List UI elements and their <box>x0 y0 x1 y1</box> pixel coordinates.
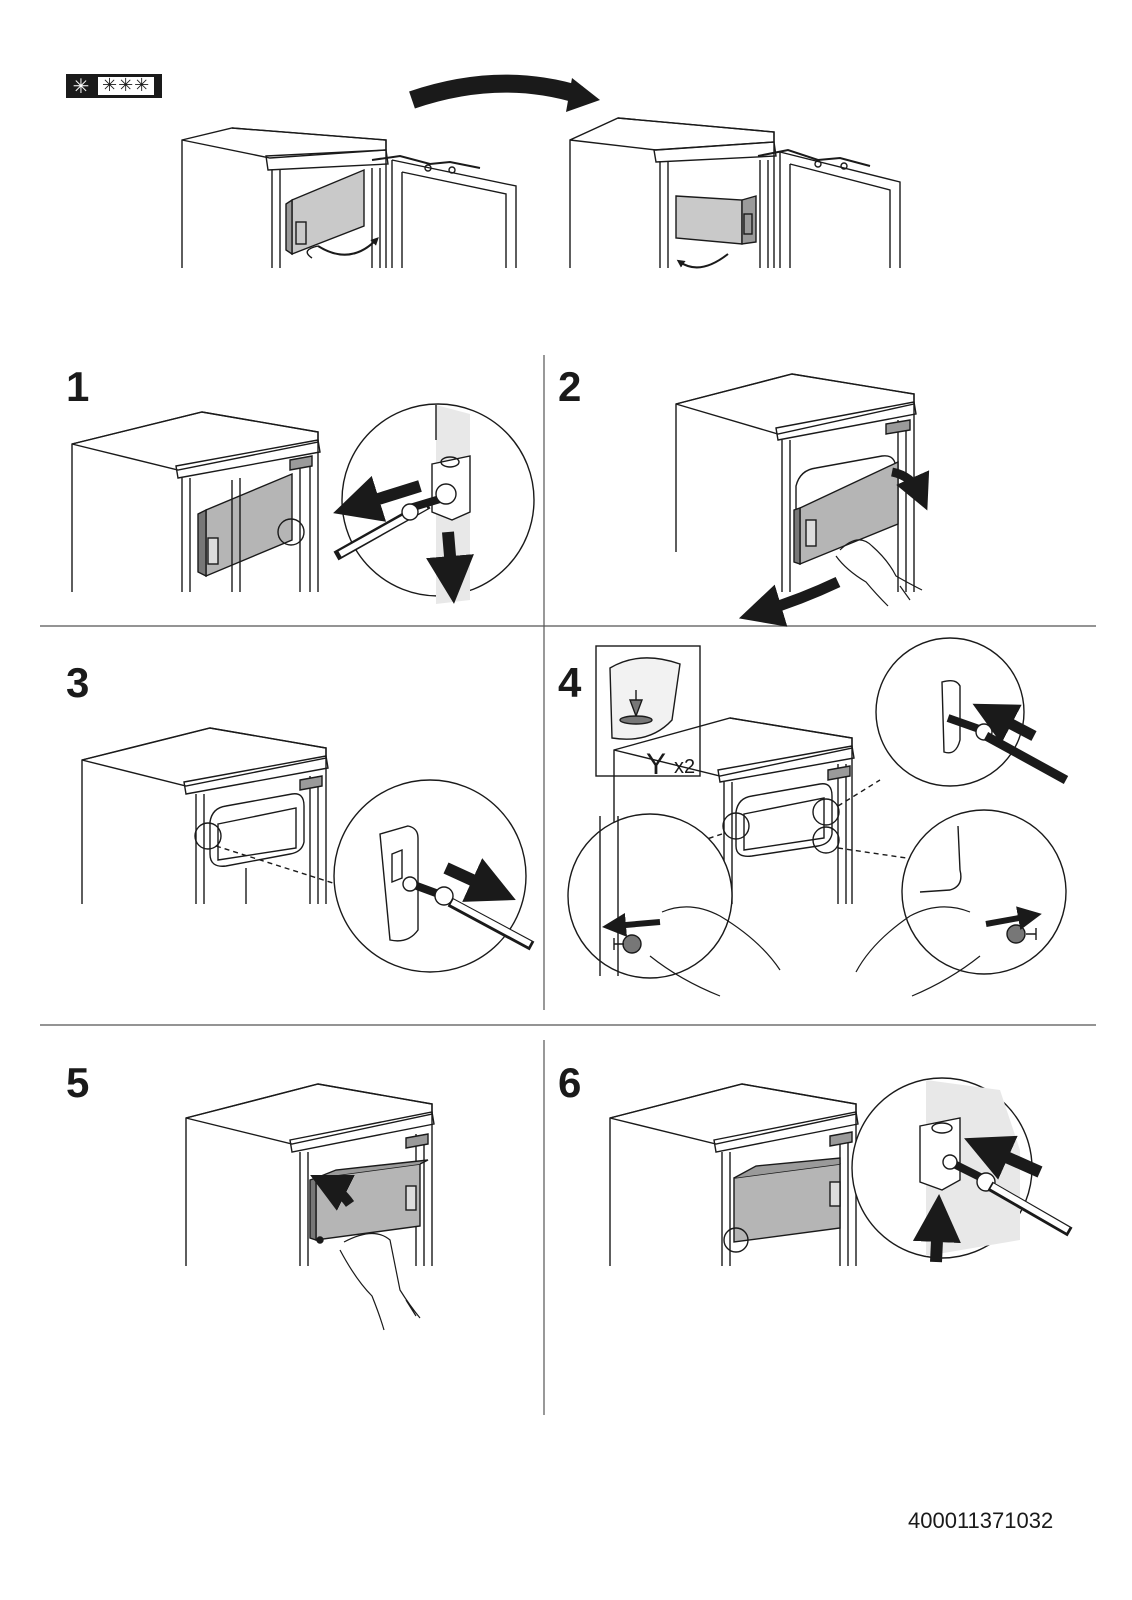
step-number-3: 3 <box>66 662 89 704</box>
step-number-5: 5 <box>66 1062 89 1104</box>
step-number-2: 2 <box>558 366 581 408</box>
step-number-1: 1 <box>66 366 89 408</box>
parts-kit-multiplier: x2 <box>674 756 695 779</box>
step-3-illustration <box>82 728 532 972</box>
step-1-illustration <box>72 404 534 604</box>
step-number-6: 6 <box>558 1062 581 1104</box>
step-number-4: 4 <box>558 662 581 704</box>
overview-illustration <box>182 78 900 268</box>
reverse-arrow-icon <box>412 84 580 100</box>
step-6-illustration <box>610 1078 1070 1266</box>
document-code: 400011371032 <box>908 1508 1053 1534</box>
step-5-illustration <box>186 1084 434 1330</box>
parts-kit-label: Y <box>646 748 666 782</box>
step-2-illustration <box>676 374 922 612</box>
step-4-illustration <box>568 638 1066 996</box>
